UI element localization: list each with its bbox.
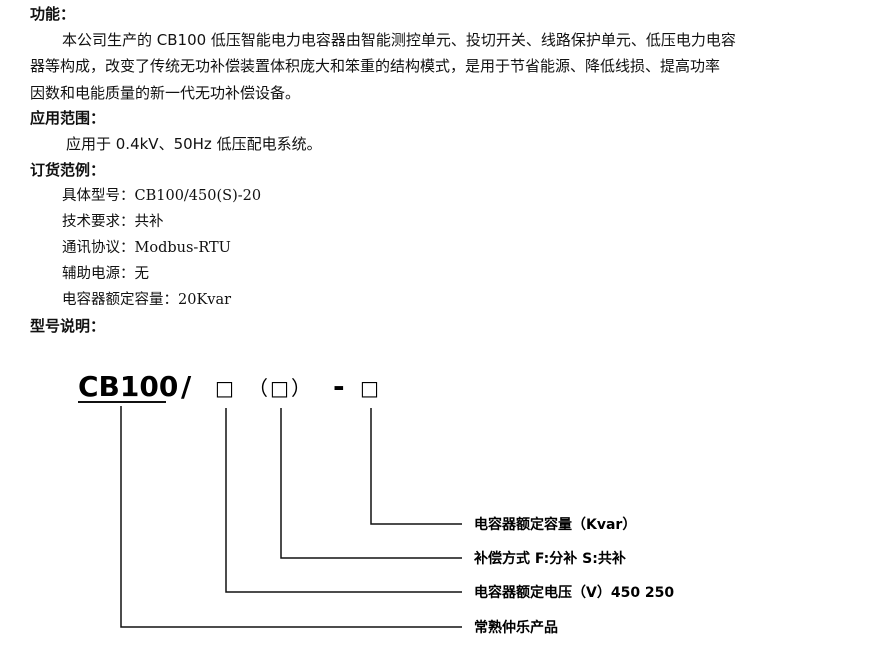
model-prefix: CB100 bbox=[78, 370, 178, 403]
model-slash: / bbox=[181, 370, 192, 403]
application-heading: 应用范围： bbox=[30, 109, 106, 127]
legend-manufacturer: 常熟仲乐产品 bbox=[474, 619, 558, 636]
order-item-model: 具体型号：CB100/450(S)-20 bbox=[62, 188, 262, 204]
order-item-tech-req: 技术要求：共补 bbox=[62, 214, 164, 230]
order-item-aux-power: 辅助电源：无 bbox=[62, 266, 149, 282]
model-explanation-heading: 型号说明： bbox=[30, 317, 106, 335]
function-line-1: 本公司生产的 CB100 低压智能电力电容器由智能测控单元、投切开关、线路保护单… bbox=[62, 31, 736, 49]
legend-compensation: 补偿方式 F:分补 S:共补 bbox=[473, 550, 626, 567]
application-text: 应用于 0.4kV、50Hz 低压配电系统。 bbox=[66, 135, 322, 153]
model-close-paren: ） bbox=[291, 376, 311, 400]
legend-voltage: 电容器额定电压（V）450 250 bbox=[474, 584, 674, 601]
model-box-compensation: □ bbox=[270, 376, 289, 400]
model-open-paren: （ bbox=[248, 376, 268, 400]
connector-compensation bbox=[280, 408, 462, 559]
connector-prefix bbox=[120, 406, 462, 628]
order-item-protocol: 通讯协议：Modbus-RTU bbox=[62, 240, 231, 256]
order-item-capacity: 电容器额定容量：20Kvar bbox=[62, 292, 232, 308]
connector-capacity bbox=[370, 408, 462, 525]
legend-capacity: 电容器额定容量（Kvar） bbox=[474, 516, 636, 533]
model-box-capacity: □ bbox=[360, 376, 379, 400]
connector-voltage bbox=[225, 408, 462, 593]
function-heading: 功能： bbox=[30, 5, 76, 23]
function-line-3: 因数和电能质量的新一代无功补偿设备。 bbox=[30, 84, 301, 102]
model-box-voltage: □ bbox=[215, 376, 234, 400]
model-dash: - bbox=[333, 370, 345, 403]
order-example-heading: 订货范例： bbox=[30, 161, 106, 179]
function-line-2: 器等构成，改变了传统无功补偿装置体积庞大和笨重的结构模式，是用于节省能源、降低线… bbox=[30, 57, 721, 75]
